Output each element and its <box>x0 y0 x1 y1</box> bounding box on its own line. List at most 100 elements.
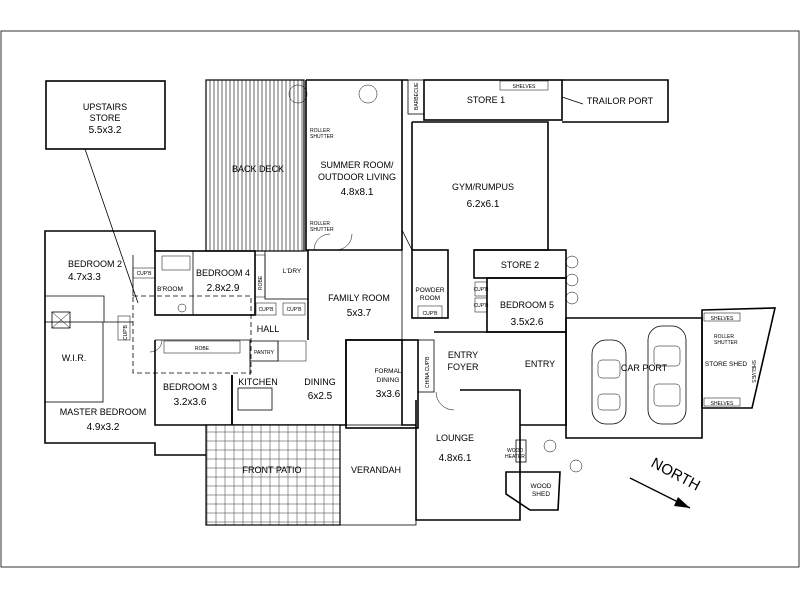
formal-dining-walls <box>345 339 419 429</box>
svg-text:ROOM: ROOM <box>420 295 440 302</box>
summer-room-dims: 4.8x8.1 <box>341 187 374 198</box>
cupb-label: CUP'B <box>137 271 153 277</box>
roller-shutter-label: ROLLER <box>714 334 734 340</box>
cupb-label: CUP'B <box>474 303 490 309</box>
page-border <box>0 30 800 568</box>
robe-bedroom3 <box>163 340 241 354</box>
barbecue-label: BARBECUE <box>414 82 420 110</box>
dining-label: DINING <box>304 377 336 387</box>
roller-shutter-label: ROLLER <box>310 128 330 134</box>
vanity <box>161 255 191 271</box>
north-label: NORTH <box>648 455 703 495</box>
bedroom4-label: BEDROOM 4 <box>196 268 250 278</box>
cupb-label: CUP'B <box>123 324 129 340</box>
wood-heater-label: WOOD <box>507 448 523 454</box>
shelves-shed-bottom <box>703 397 741 407</box>
lounge-label: LOUNGE <box>436 433 474 443</box>
upstairs-footprint <box>132 295 252 374</box>
shelves-label: SHELVES <box>711 401 734 407</box>
robe-label: ROBE <box>195 346 210 352</box>
back-deck <box>205 79 305 252</box>
left-wing-walls <box>44 230 206 456</box>
kitchen-counter <box>277 340 307 362</box>
powder-room-label: POWDER <box>415 287 445 294</box>
cupb-powder <box>417 305 443 319</box>
verandah-label: VERANDAH <box>351 465 401 475</box>
bedroom4-walls <box>154 250 256 316</box>
cupb-label: CUP'B <box>423 311 439 317</box>
wood-heater <box>515 439 527 463</box>
dining-dims: 6x2.5 <box>308 391 333 402</box>
bedroom2-label: BEDROOM 2 <box>68 259 122 269</box>
hall-walls <box>155 339 251 375</box>
svg-text:DINING: DINING <box>377 377 400 384</box>
wood-shed-label: WOOD <box>531 483 552 490</box>
car-port-walls <box>565 317 703 439</box>
store1-label: STORE 1 <box>467 95 505 105</box>
shelves-shed-top <box>703 312 741 322</box>
family-room-label: FAMILY ROOM <box>328 293 390 303</box>
shelves-label: SHELVES <box>750 360 756 383</box>
back-deck-label: BACK DECK <box>232 164 284 174</box>
bedroom4-dims: 2.8x2.9 <box>207 283 240 294</box>
wood-shed-walls <box>505 471 561 511</box>
robe-label: ROBE <box>258 275 264 290</box>
cupb-label: CUP'B <box>474 287 490 293</box>
china-cupb <box>417 339 435 393</box>
kitchen-label: KITCHEN <box>238 377 278 387</box>
store2-label: STORE 2 <box>501 260 539 270</box>
svg-text:STORE: STORE <box>90 113 121 123</box>
shrub-icon <box>288 84 583 473</box>
family-room-walls <box>308 249 403 340</box>
car-icon <box>647 325 687 425</box>
summer-room-label: SUMMER ROOM/ <box>321 160 394 170</box>
pantry-label: PANTRY <box>254 350 274 356</box>
bedroom5-dims: 3.5x2.6 <box>511 317 544 328</box>
bedroom2-dims: 4.7x3.3 <box>68 272 101 283</box>
svg-text:OUTDOOR LIVING: OUTDOOR LIVING <box>318 172 396 182</box>
gym-label: GYM/RUMPUS <box>452 182 514 192</box>
upstairs-store-box <box>45 80 166 150</box>
shelves-top <box>499 80 549 91</box>
roller-shutter-label: ROLLER <box>310 221 330 227</box>
svg-text:FOYER: FOYER <box>447 362 479 372</box>
trailor-port-label: TRAILOR PORT <box>587 96 654 106</box>
front-patio <box>205 424 341 526</box>
cupb-ensuite <box>117 315 131 341</box>
upstairs-leader-line <box>84 148 139 304</box>
store1-room <box>423 79 563 121</box>
formal-dining-label: FORMAL <box>374 368 401 375</box>
cupb-label: CUP'B <box>287 307 303 313</box>
ldry-walls <box>264 250 309 300</box>
cupb-bedroom5a <box>474 281 488 297</box>
store-shed-walls <box>701 307 777 409</box>
upstairs-store-label: UPSTAIRS <box>83 102 127 112</box>
broom-label: B'ROOM <box>157 286 183 293</box>
svg-text:SHUTTER: SHUTTER <box>310 227 334 233</box>
powder-room-walls <box>411 249 449 319</box>
shelves-label: SHELVES <box>513 84 536 90</box>
front-patio-label: FRONT PATIO <box>242 465 301 475</box>
wir-closet <box>44 321 104 403</box>
trailor-port-walls <box>562 79 669 123</box>
cupb-hall1 <box>255 302 277 316</box>
cupb-hall2 <box>282 302 306 316</box>
master-bedroom-label: MASTER BEDROOM <box>60 407 147 417</box>
svg-text:HEATER: HEATER <box>505 454 525 460</box>
bedroom3-dims: 3.2x3.6 <box>174 397 207 408</box>
svg-text:SHED: SHED <box>532 491 550 498</box>
entry-foyer-label: ENTRY <box>448 350 478 360</box>
ensuite-shower <box>51 311 71 329</box>
lounge-dims: 4.8x6.1 <box>439 453 472 464</box>
master-bedroom-dims: 4.9x3.2 <box>87 422 120 433</box>
family-room-dims: 5x3.7 <box>347 308 372 319</box>
north-arrow-icon <box>629 477 691 509</box>
bedroom2-walls <box>45 295 133 323</box>
entry-label: ENTRY <box>525 359 555 369</box>
hall-label: HALL <box>257 324 280 334</box>
upstairs-store-dims: 5.5x3.2 <box>89 125 122 136</box>
bedroom3-label: BEDROOM 3 <box>163 382 217 392</box>
car-port-label: CAR PORT <box>621 363 668 373</box>
formal-dining-dims: 3x3.6 <box>376 389 401 400</box>
